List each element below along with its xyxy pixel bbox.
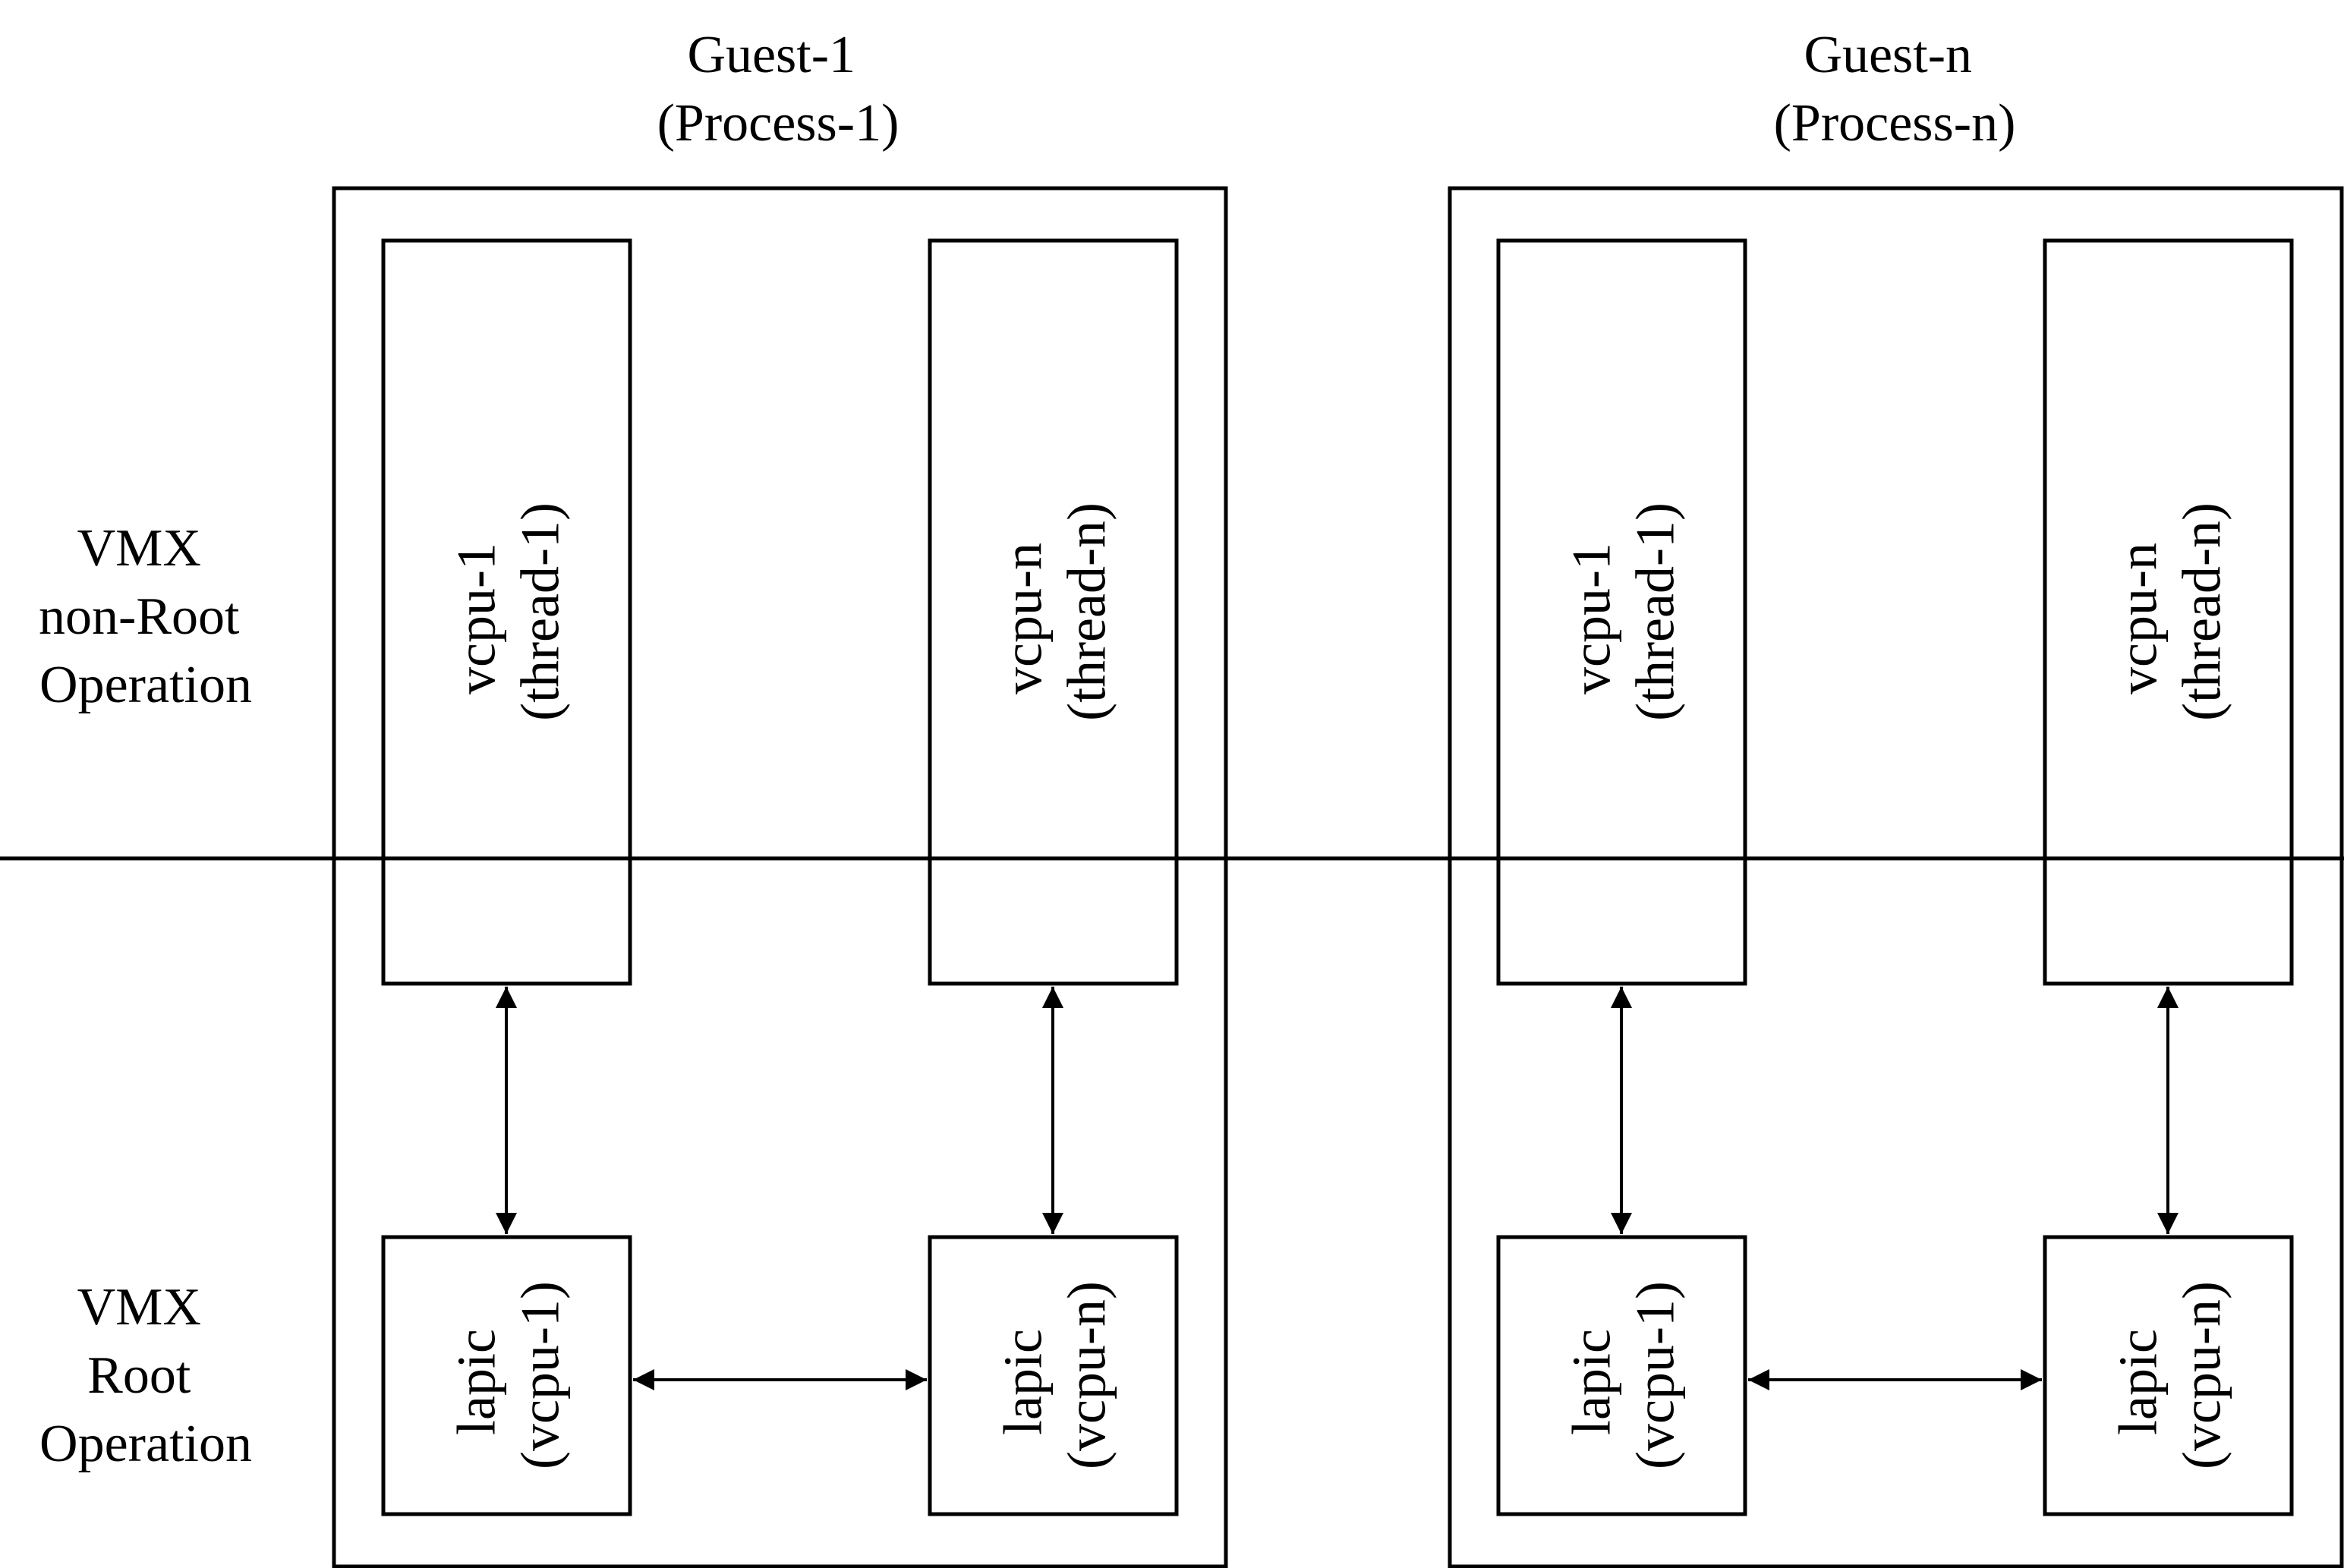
lapic-label-line: (vcpu-n) <box>1057 1281 1117 1469</box>
guest-group-n: Guest-n (Process-n) vcpu-1 (thread-1) vc… <box>1448 26 2344 1568</box>
vcpu-label-line: (thread-n) <box>2172 502 2232 721</box>
vcpu-label-line: vcpu-n <box>993 543 1054 694</box>
lapic-box <box>1496 1235 1747 1516</box>
lapic-label-line: lapic <box>1561 1329 1622 1435</box>
vcpu-box <box>381 238 632 986</box>
lapic-box <box>381 1235 632 1516</box>
guest-title-line: Guest-1 <box>687 26 855 84</box>
lapic-box <box>928 1235 1179 1516</box>
vcpu-label: vcpu-n (thread-n) <box>2108 502 2232 721</box>
region-label-non-root: VMX non-Root Operation <box>39 519 253 714</box>
guest-process-box <box>1448 186 2344 1568</box>
lapic-label-line: lapic <box>2108 1329 2169 1435</box>
region-label-non-root-line: non-Root <box>39 587 240 646</box>
guest-group-1: Guest-1 (Process-1) vcpu-1 (thread-1) vc… <box>332 26 1228 1568</box>
vcpu-label-line: (thread-n) <box>1057 502 1117 721</box>
region-label-root: VMX Root Operation <box>39 1278 252 1473</box>
vcpu-label-line: vcpu-1 <box>1561 543 1622 694</box>
region-label-root-line: VMX <box>77 1278 201 1337</box>
lapic-label-line: (vcpu-1) <box>1625 1281 1686 1469</box>
vcpu-label: vcpu-n (thread-n) <box>993 502 1117 721</box>
lapic-label: lapic (vcpu-n) <box>2108 1281 2232 1469</box>
vcpu-label-line: (thread-1) <box>510 502 571 721</box>
region-label-non-root-line: VMX <box>77 519 201 578</box>
lapic-label-line: lapic <box>446 1329 507 1435</box>
region-label-root-line: Operation <box>39 1415 252 1473</box>
lapic-label: lapic (vcpu-1) <box>446 1281 571 1469</box>
lapic-label-line: lapic <box>993 1329 1054 1435</box>
vcpu-box <box>1496 238 1747 986</box>
guest-title-line: (Process-n) <box>1774 94 2016 153</box>
lapic-label: lapic (vcpu-1) <box>1561 1281 1686 1469</box>
lapic-label-line: (vcpu-1) <box>510 1281 571 1469</box>
lapic-box <box>2043 1235 2294 1516</box>
guest-title: Guest-n (Process-n) <box>1774 26 2016 153</box>
guest-process-box <box>332 186 1228 1568</box>
vcpu-label-line: (thread-1) <box>1625 502 1686 721</box>
region-label-root-line: Root <box>87 1346 191 1405</box>
vcpu-label: vcpu-1 (thread-1) <box>1561 502 1686 721</box>
vcpu-label: vcpu-1 (thread-1) <box>446 502 571 721</box>
region-label-non-root-line: Operation <box>39 656 252 714</box>
lapic-label-line: (vcpu-n) <box>2172 1281 2232 1469</box>
guest-title-line: (Process-1) <box>657 94 899 153</box>
vcpu-box <box>928 238 1179 986</box>
guest-title-line: Guest-n <box>1804 26 1972 84</box>
lapic-label: lapic (vcpu-n) <box>993 1281 1117 1469</box>
guest-title: Guest-1 (Process-1) <box>657 26 899 153</box>
vcpu-label-line: vcpu-1 <box>446 543 507 694</box>
vcpu-label-line: vcpu-n <box>2108 543 2169 694</box>
vcpu-box <box>2043 238 2294 986</box>
